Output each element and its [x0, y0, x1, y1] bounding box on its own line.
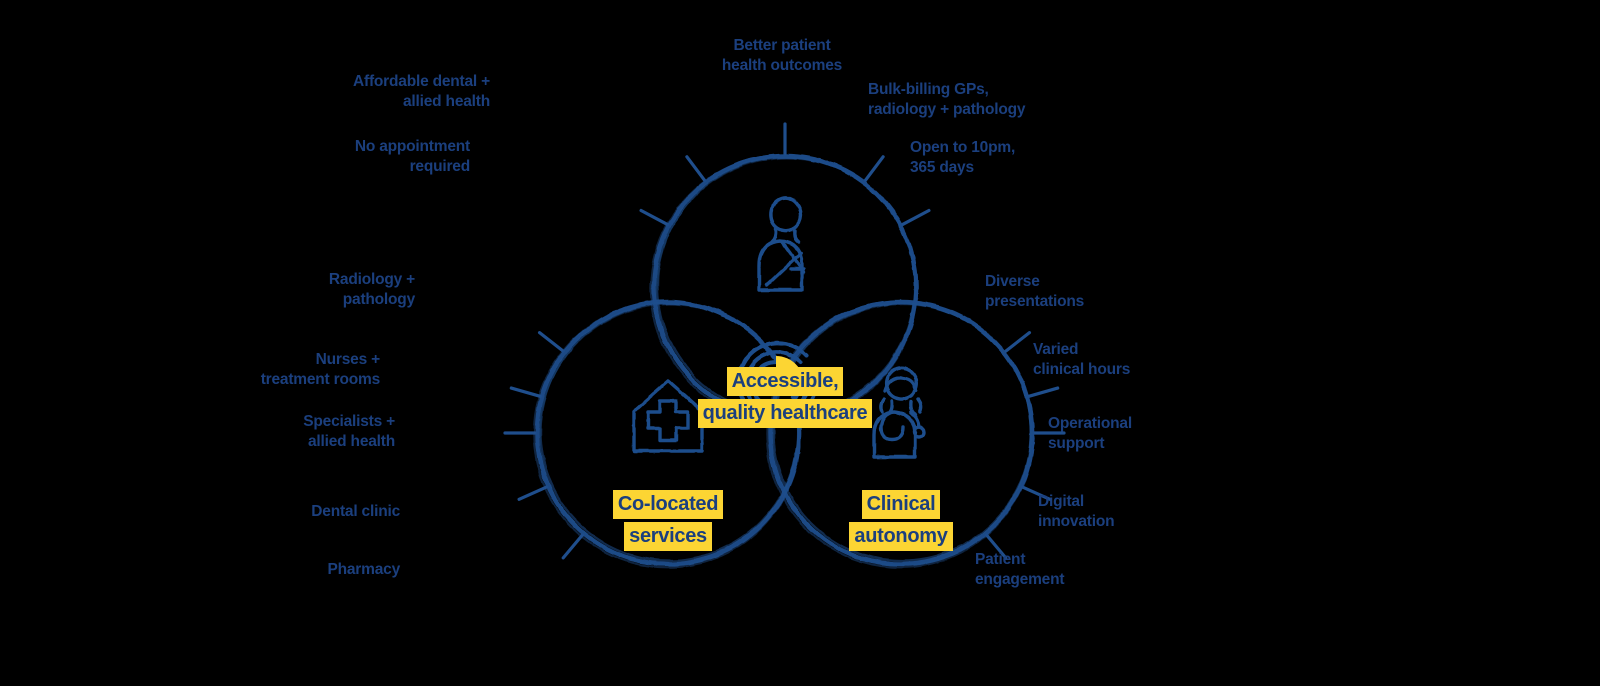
patient-with-sling-icon [757, 196, 806, 292]
spoke-label-no-appointment[interactable]: No appointment required [354, 138, 470, 176]
spoke-line-no-appointment [639, 208, 670, 227]
clinic-house-cross-icon [632, 379, 704, 453]
venn-circle-autonomy[interactable] [765, 299, 1035, 569]
spoke-label-digital-innovation[interactable]: Digital innovation [1038, 493, 1115, 531]
spoke-line-radiology-pathology [537, 331, 565, 353]
circle-icons [632, 196, 926, 459]
doctor-stethoscope-icon [872, 365, 926, 459]
spoke-line-digital-innovation [1020, 485, 1052, 501]
core-label-line: quality healthcare [697, 398, 873, 428]
spoke-label-affordable-dental[interactable]: Affordable dental + allied health [352, 73, 490, 111]
core-label-accessible[interactable]: Accessible,quality healthcare [635, 365, 935, 429]
spoke-line-diverse-presentations [1004, 331, 1032, 353]
spoke-label-dental-clinic[interactable]: Dental clinic [311, 503, 400, 520]
spoke-line-nurses-treatment [509, 386, 542, 398]
spoke-label-operational-support[interactable]: Operational support [1048, 415, 1132, 453]
spoke-label-radiology-pathology[interactable]: Radiology + pathology [328, 271, 415, 309]
spoke-label-varied-clinical-hours[interactable]: Varied clinical hours [1033, 341, 1131, 379]
spoke-label-open-late[interactable]: Open to 10pm, 365 days [910, 139, 1016, 177]
spoke-line-open-late [900, 208, 931, 227]
spoke-line-bulk-billing [863, 155, 885, 183]
spoke-label-specialists-allied[interactable]: Specialists + allied health [303, 413, 395, 451]
spoke-line-affordable-dental [685, 155, 707, 183]
spoke-label-better-outcomes[interactable]: Better patient health outcomes [721, 37, 843, 75]
spoke-label-pharmacy[interactable]: Pharmacy [327, 561, 400, 578]
core-label-line: autonomy [849, 521, 953, 551]
core-label-line: Clinical [861, 489, 941, 519]
core-label-line: Accessible, [726, 366, 844, 396]
spoke-line-patient-engagement [984, 533, 1008, 560]
spoke-tick-lines [503, 122, 1066, 560]
spoke-line-pharmacy [561, 533, 585, 560]
spoke-label-bulk-billing[interactable]: Bulk-billing GPs, radiology + pathology [868, 81, 1026, 119]
core-label-line: Co-located [612, 489, 724, 519]
spoke-line-dental-clinic [517, 485, 549, 501]
spoke-line-varied-clinical-hours [1027, 386, 1060, 398]
venn-circle-colocated[interactable] [532, 299, 802, 569]
spoke-label-patient-engagement[interactable]: Patient engagement [975, 551, 1065, 589]
spoke-label-diverse-presentations[interactable]: Diverse presentations [985, 273, 1085, 311]
core-label-line: services [624, 521, 712, 551]
spoke-label-nurses-treatment[interactable]: Nurses + treatment rooms [260, 351, 381, 389]
